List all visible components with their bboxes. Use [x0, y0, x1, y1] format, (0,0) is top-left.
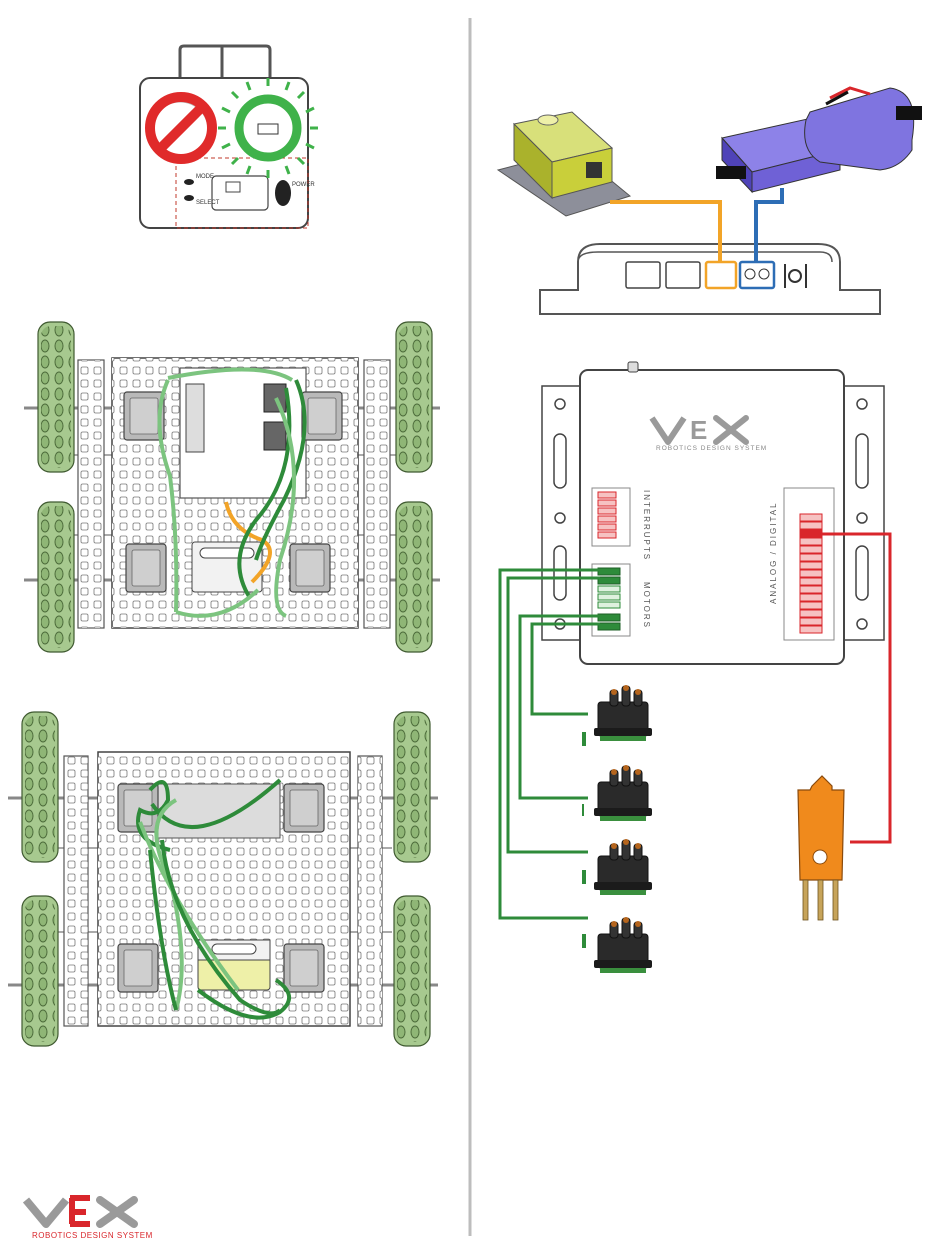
servo-motors [582, 685, 652, 973]
vex-logo: ROBOTICS DESIGN SYSTEM [26, 1198, 153, 1240]
svg-text:E: E [690, 415, 707, 445]
robot-top-view [24, 322, 440, 652]
controller-tagline: ROBOTICS DESIGN SYSTEM [656, 445, 767, 452]
robot-bottom-view [8, 712, 438, 1046]
microcontroller: INTERRUPTS MOTORS ANALOG / DIGITAL [542, 362, 884, 664]
limit-sensor [798, 776, 844, 920]
power-label: POWER [292, 182, 315, 188]
interrupts-label: INTERRUPTS [642, 490, 651, 561]
motors-label: MOTORS [642, 582, 651, 629]
mode-label: MODE [196, 174, 214, 180]
port-panel [540, 244, 880, 314]
battery-pack [716, 88, 922, 192]
select-label: SELECT [196, 200, 220, 206]
analog-digital-label: ANALOG / DIGITAL [769, 501, 778, 604]
logo-tagline: ROBOTICS DESIGN SYSTEM [32, 1231, 153, 1240]
